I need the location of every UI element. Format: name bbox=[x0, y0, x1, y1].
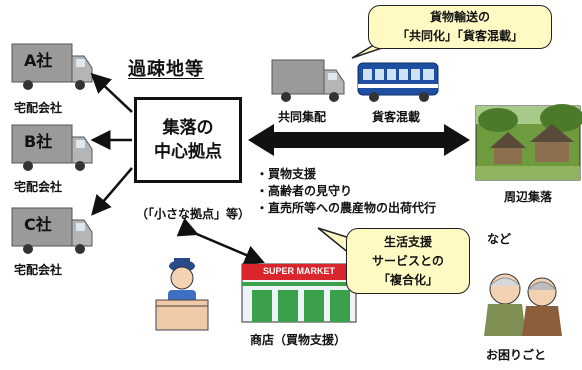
hub-line1: 集落の bbox=[162, 118, 214, 138]
store-sign: SUPER MARKET bbox=[262, 266, 335, 276]
elderly-couple-icon bbox=[484, 273, 562, 336]
callout-services-line2: サービスとの bbox=[372, 253, 444, 268]
store-label: 商店（買物支援） bbox=[250, 333, 347, 347]
shared-truck-label: 共同集配 bbox=[278, 110, 327, 124]
hub-line2: 中心拠点 bbox=[154, 142, 222, 162]
shared-truck-icon bbox=[271, 59, 345, 102]
supermarket-icon bbox=[241, 263, 357, 323]
service-item: ・高齢者の見守り bbox=[256, 184, 353, 198]
hub-company-arrows bbox=[90, 72, 133, 216]
callout-services-line3: 「複合化」 bbox=[377, 272, 438, 287]
service-item: ・直売所等への農産物の出荷代行 bbox=[256, 201, 437, 215]
company-a-name: A社 bbox=[24, 51, 53, 70]
village-label: 周辺集落 bbox=[504, 190, 553, 204]
callout-freight-line2: 「共同化」「貨客混載」 bbox=[396, 29, 523, 43]
truck-a-icon bbox=[11, 43, 93, 90]
callout-services: 生活支援 サービスとの 「複合化」 bbox=[346, 228, 470, 294]
village-photo bbox=[475, 104, 582, 181]
hub-subtitle: （「小さな拠点」等） bbox=[136, 207, 251, 221]
company-c-label: 宅配会社 bbox=[14, 263, 63, 277]
trouble-label: お困りごと bbox=[486, 348, 547, 362]
callout-freight: 貨物輸送の 「共同化」「貨客混載」 bbox=[368, 5, 552, 49]
hub-store-arrow bbox=[176, 217, 265, 265]
bus-label: 貨客混載 bbox=[372, 110, 421, 124]
page-title: 過疎地等 bbox=[128, 59, 204, 80]
truck-c-icon bbox=[11, 207, 93, 254]
service-suffix: など bbox=[487, 232, 512, 246]
delivery-person-icon bbox=[155, 258, 209, 331]
company-c-name: C社 bbox=[24, 215, 52, 234]
bus-icon bbox=[357, 62, 439, 102]
company-b-name: B社 bbox=[24, 132, 53, 151]
callout-services-line1: 生活支援 bbox=[383, 234, 432, 249]
truck-b-icon bbox=[11, 124, 93, 171]
hub-box: 集落の 中心拠点 bbox=[134, 97, 242, 183]
hub-village-arrow bbox=[248, 124, 470, 156]
service-item: ・買物支援 bbox=[256, 167, 317, 181]
company-b-label: 宅配会社 bbox=[14, 180, 63, 194]
service-list: ・買物支援 ・高齢者の見守り ・直売所等への農産物の出荷代行 bbox=[256, 166, 436, 217]
callout-freight-line1: 貨物輸送の bbox=[429, 10, 490, 24]
company-a-label: 宅配会社 bbox=[14, 101, 63, 115]
